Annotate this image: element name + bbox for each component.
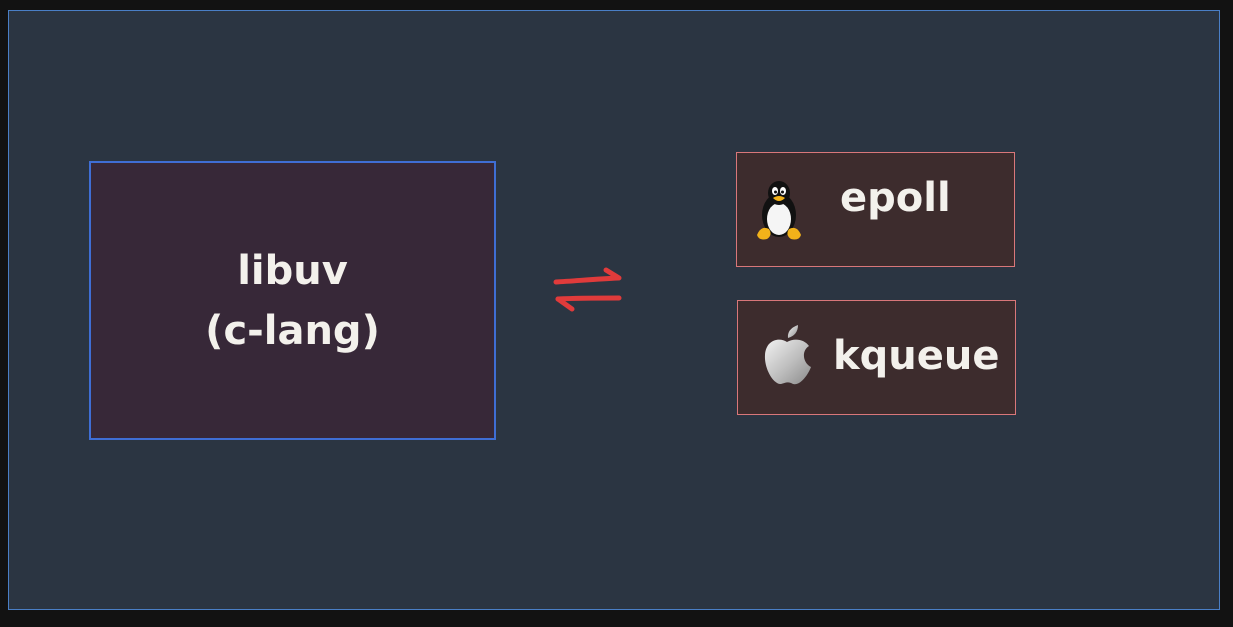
libuv-subtitle: (c-lang) — [205, 307, 380, 354]
apple-icon — [764, 325, 811, 385]
kqueue-box: kqueue — [737, 300, 1016, 415]
kqueue-label: kqueue — [833, 333, 1000, 379]
diagram-canvas: libuv (c-lang) epoll — [8, 10, 1220, 610]
libuv-title: libuv — [237, 247, 348, 294]
linux-tux-icon — [757, 181, 801, 240]
epoll-box: epoll — [736, 152, 1015, 267]
bidirectional-arrows-icon — [553, 267, 622, 312]
libuv-box: libuv (c-lang) — [89, 161, 496, 440]
epoll-label: epoll — [840, 175, 951, 221]
